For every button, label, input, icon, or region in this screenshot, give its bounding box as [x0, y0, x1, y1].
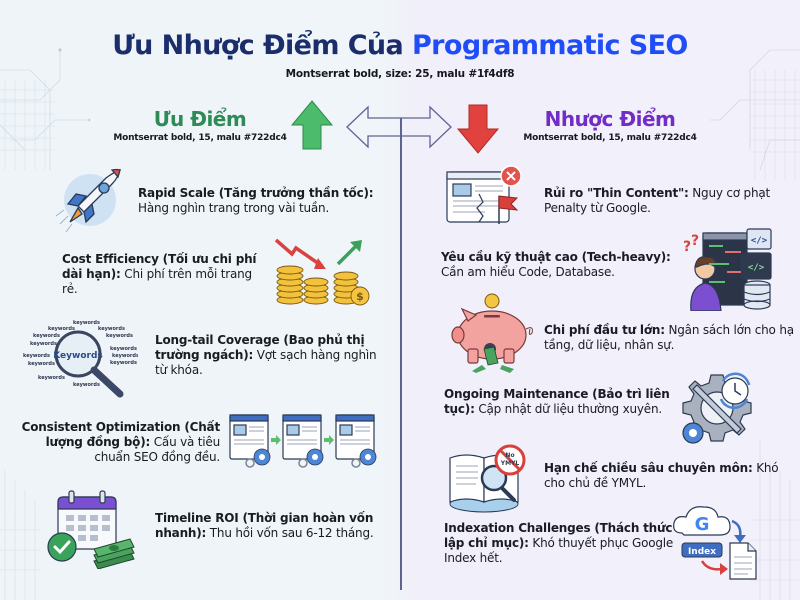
pros-heading: Ưu Điểm — [153, 107, 247, 131]
svg-text:keywords: keywords — [38, 375, 65, 381]
developer-code-database-icon: </> </> ? ? — [683, 228, 772, 311]
pro-item-desc: Vợt sạch hàng nghìn từ khóa. — [155, 348, 377, 377]
question-mark-1: ? — [683, 239, 691, 255]
page-title: Ưu Nhược Điểm Của Programmatic SEO — [0, 30, 800, 61]
con-item-thin-content: Rủi ro "Thin Content": Nguy cơ phạt Pena… — [544, 186, 784, 216]
con-item-desc: Nguy cơ phạt Penalty từ Google. — [544, 186, 771, 215]
title-part-main: Ưu Nhược Điểm Của — [112, 30, 412, 61]
pro-item-desc: Hàng nghìn trang trong vài tuần. — [138, 201, 330, 215]
pro-item-desc: Cấu và tiêu chuẩn SEO đồng đều. — [94, 435, 220, 464]
svg-text:keywords: keywords — [23, 353, 50, 359]
svg-text:keywords: keywords — [106, 333, 133, 339]
pro-item-long-tail: Long-tail Coverage (Bao phủ thị trường n… — [155, 333, 385, 378]
arrow-down-icon — [456, 104, 500, 154]
code-tag-text: </> — [751, 236, 768, 246]
svg-text:keywords: keywords — [110, 346, 137, 352]
google-g-letter: G — [695, 514, 710, 535]
double-arrow-icon — [346, 105, 452, 149]
svg-text:</>: </> — [748, 263, 765, 273]
title-font-note: Montserrat bold, size: 25, malu #1f4df8 — [285, 68, 515, 80]
con-item-desc: Ngân sách lớn cho hạ tầng, dữ liệu, nhân… — [544, 323, 794, 352]
calendar-money-icon — [47, 490, 135, 569]
pro-item-desc: Chi phí trên mỗi trang rẻ. — [62, 267, 252, 296]
pro-item-title: Long-tail Coverage (Bao phủ thị trường n… — [155, 333, 365, 362]
con-item-title: Chi phí đầu tư lớn: — [544, 323, 665, 337]
cons-font-note: Montserrat bold, 15, malu #722dc4 — [523, 133, 697, 143]
con-item-ongoing-maintenance: Ongoing Maintenance (Bảo trì liên tục): … — [444, 387, 674, 417]
pro-item-title: Cost Efficiency (Tối ưu chi phí dài hạn)… — [62, 252, 257, 281]
svg-text:keywords: keywords — [33, 333, 60, 339]
cons-heading-block: Nhược Điểm Montserrat bold, 15, malu #72… — [500, 107, 720, 143]
question-mark-2: ? — [691, 233, 699, 249]
pro-item-cost-efficiency: Cost Efficiency (Tối ưu chi phí dài hạn)… — [62, 252, 262, 297]
svg-text:keywords: keywords — [73, 382, 100, 388]
column-divider — [400, 118, 402, 590]
no-ymyl-book-icon: No YMYL — [449, 444, 526, 513]
dollar-sign: $ — [356, 290, 364, 303]
con-item-desc: Cần am hiểu Code, Database. — [441, 265, 615, 279]
con-item-desc: Khó thuyết phục Google Index hết. — [444, 536, 674, 565]
pro-item-title: Consistent Optimization (Chất lượng đồng… — [21, 420, 221, 449]
svg-text:keywords: keywords — [112, 353, 138, 359]
rocket-icon — [55, 168, 121, 233]
con-item-title: Yêu cầu kỹ thuật cao (Tech-heavy): — [441, 250, 671, 264]
arrow-up-icon — [290, 100, 334, 150]
con-item-title: Indexation Challenges (Thách thức lập ch… — [444, 521, 673, 550]
con-item-desc: Khó cho chủ đề YMYL. — [544, 461, 779, 490]
pro-item-title: Timeline ROI (Thời gian hoàn vốn nhanh): — [155, 511, 374, 540]
keywords-center-text: Keywords — [53, 351, 103, 361]
coins-trend-icon: $ — [274, 238, 370, 306]
con-item-limited-expertise: Hạn chế chiều sâu chuyên môn: Khó cho ch… — [544, 461, 794, 491]
pro-item-consistent-optimization: Consistent Optimization (Chất lượng đồng… — [20, 420, 221, 465]
pros-heading-block: Ưu Điểm Montserrat bold, 15, malu #722dc… — [95, 107, 305, 143]
wrench-gear-clock-icon — [682, 372, 752, 444]
index-badge-text: Index — [688, 547, 716, 557]
title-part-accent: Programmatic SEO — [411, 30, 688, 61]
broken-page-flag-icon — [446, 165, 522, 224]
con-item-title: Hạn chế chiều sâu chuyên môn: — [544, 461, 753, 475]
con-item-tech-heavy: Yêu cầu kỹ thuật cao (Tech-heavy): Cần a… — [441, 250, 681, 280]
svg-text:keywords: keywords — [73, 320, 100, 326]
svg-text:keywords: keywords — [48, 326, 75, 332]
pro-item-title: Rapid Scale (Tăng trưởng thần tốc): — [138, 186, 374, 200]
google-index-icon: G Index — [673, 506, 757, 580]
piggy-bank-icon — [451, 293, 533, 373]
pro-item-rapid-scale: Rapid Scale (Tăng trưởng thần tốc): Hàng… — [138, 186, 400, 216]
cons-heading: Nhược Điểm — [544, 107, 676, 131]
svg-text:keywords: keywords — [30, 341, 57, 347]
svg-text:keywords: keywords — [110, 360, 137, 366]
no-label: No — [505, 452, 514, 459]
con-item-indexation: Indexation Challenges (Thách thức lập ch… — [444, 521, 674, 566]
pro-item-desc: Thu hồi vốn sau 6-12 tháng. — [209, 526, 374, 540]
con-item-title: Ongoing Maintenance (Bảo trì liên tục): — [444, 387, 670, 416]
svg-text:keywords: keywords — [98, 326, 125, 332]
con-item-title: Rủi ro "Thin Content": — [544, 186, 689, 200]
ymyl-label: YMYL — [500, 460, 520, 467]
svg-text:keywords: keywords — [28, 361, 55, 367]
con-item-big-investment: Chi phí đầu tư lớn: Ngân sách lớn cho hạ… — [544, 323, 794, 353]
pro-item-timeline-roi: Timeline ROI (Thời gian hoàn vốn nhanh):… — [155, 511, 375, 541]
page-templates-gears-icon — [229, 414, 377, 468]
con-item-desc: Cập nhật dữ liệu thường xuyên. — [478, 402, 662, 416]
pros-font-note: Montserrat bold, 15, malu #722dc4 — [113, 133, 287, 143]
